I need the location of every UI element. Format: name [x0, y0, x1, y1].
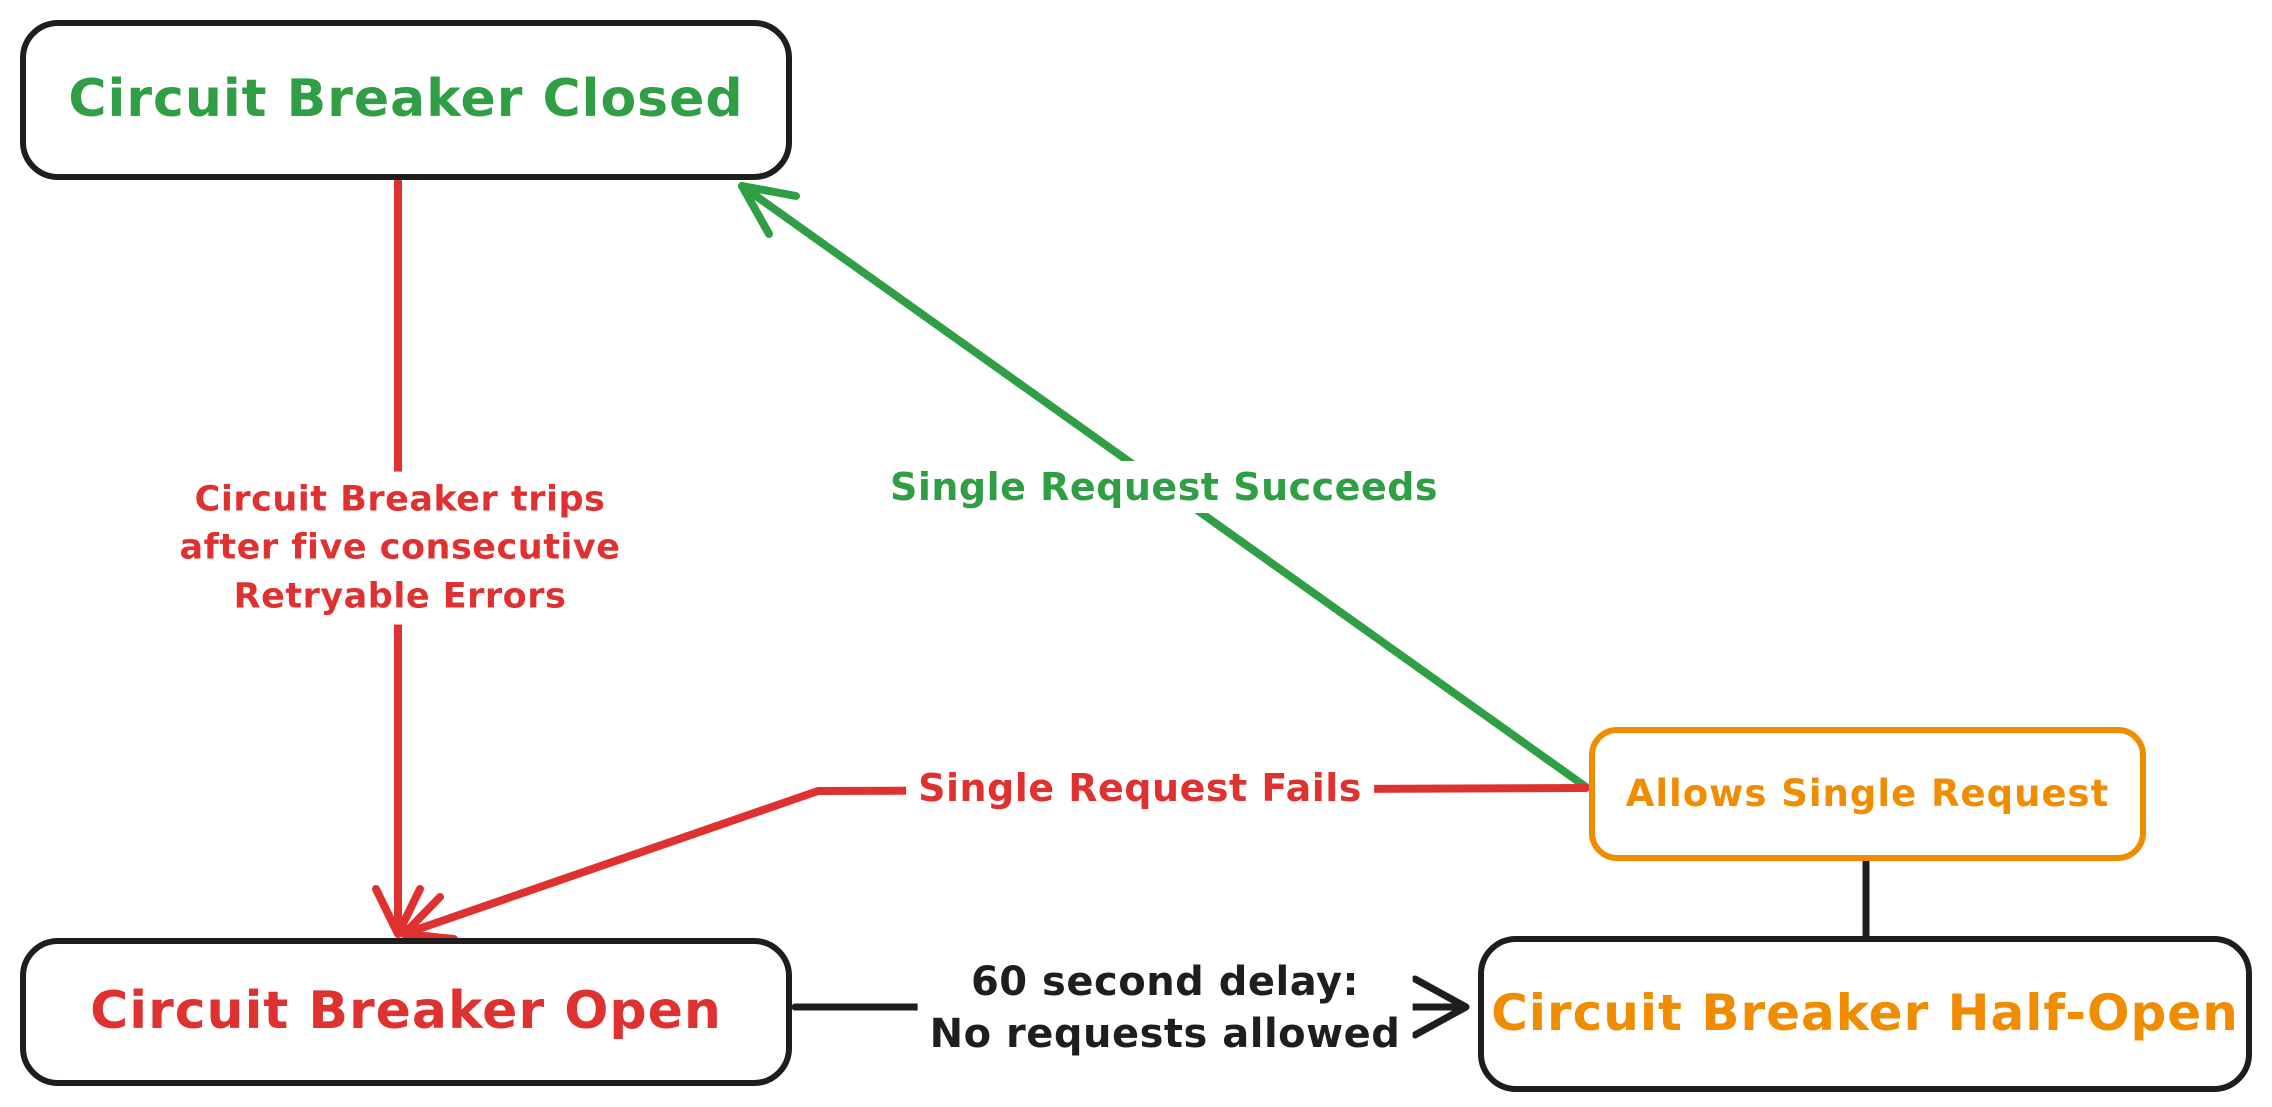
edge-label-delay-line1: 60 second delay:	[970, 959, 1360, 1005]
node-half-open-label: Circuit Breaker Half-Open	[1491, 984, 2239, 1043]
edge-label-trips-line3: Retryable Errors	[233, 576, 567, 617]
node-allows-label: Allows Single Request	[1625, 771, 2110, 815]
edge-label-succeeds-text: Single Request Succeeds	[889, 465, 1439, 509]
edge-label-fails: Single Request Fails	[906, 762, 1374, 814]
edge-label-delay: 60 second delay: No requests allowed	[917, 952, 1413, 1064]
node-circuit-breaker-closed: Circuit Breaker Closed	[20, 20, 792, 180]
edge-label-trips-line1: Circuit Breaker trips	[194, 479, 606, 520]
node-open-label: Circuit Breaker Open	[90, 981, 722, 1042]
edge-label-delay-line2: No requests allowed	[929, 1011, 1401, 1057]
node-circuit-breaker-half-open: Circuit Breaker Half-Open	[1478, 936, 2252, 1092]
edge-label-trips: Circuit Breaker trips after five consecu…	[167, 471, 633, 625]
edge-delay-arrowhead	[1411, 975, 1470, 1039]
edge-label-fails-text: Single Request Fails	[918, 766, 1362, 810]
node-allows-single-request: Allows Single Request	[1589, 727, 2146, 861]
node-circuit-breaker-open: Circuit Breaker Open	[20, 938, 792, 1086]
edge-label-trips-line2: after five consecutive	[179, 527, 621, 568]
edge-succeeds-arrowhead	[738, 182, 800, 238]
edge-trips-arrowhead	[372, 885, 424, 938]
node-closed-label: Circuit Breaker Closed	[68, 69, 744, 130]
edge-label-succeeds: Single Request Succeeds	[877, 461, 1451, 513]
edge-fails-arrowhead	[400, 893, 458, 943]
